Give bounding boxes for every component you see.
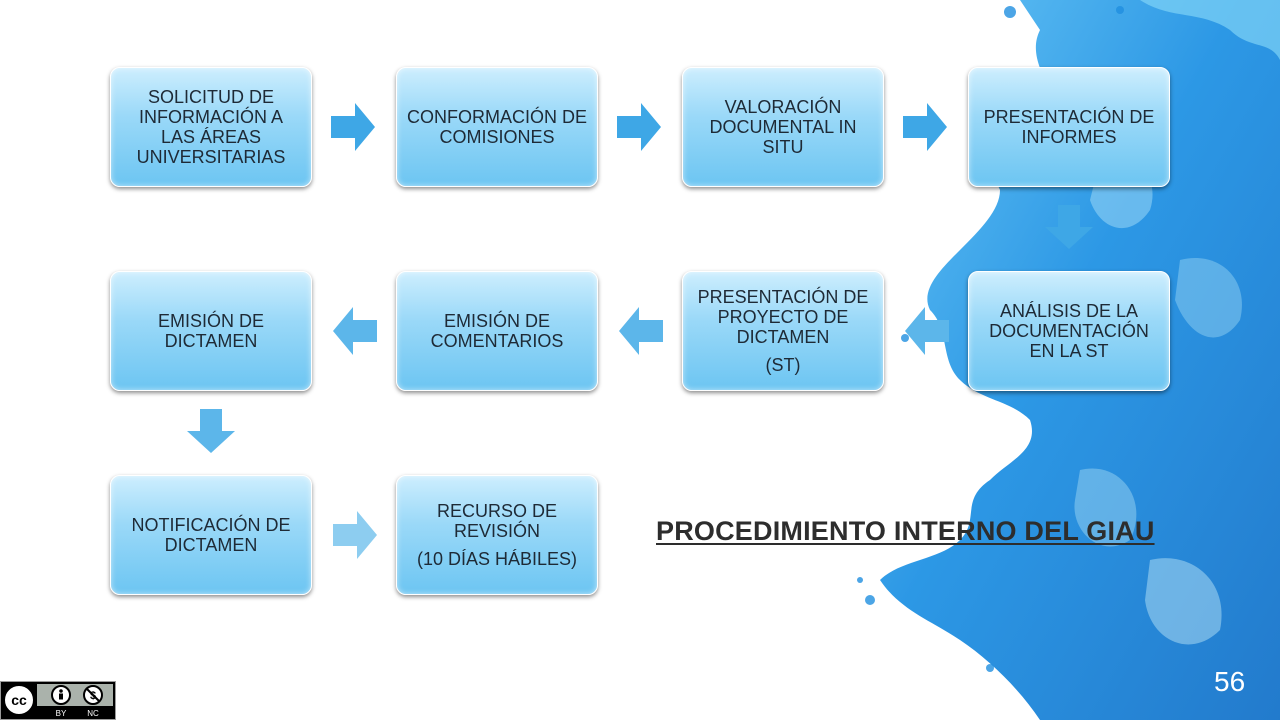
step-label: NOTIFICACIÓN DE DICTAMEN bbox=[131, 515, 291, 555]
step-sublabel: (10 DÍAS HÁBILES) bbox=[416, 549, 578, 569]
step-label: EMISIÓN DE DICTAMEN bbox=[157, 311, 264, 351]
step-label: PRESENTACIÓN DE INFORMES bbox=[983, 107, 1155, 147]
step-conformacion-comisiones: CONFORMACIÓN DE COMISIONES bbox=[396, 67, 598, 187]
step-sublabel: (ST) bbox=[765, 355, 801, 375]
arrow-left-icon bbox=[333, 307, 377, 355]
step-label: SOLICITUD DE INFORMACIÓN A LAS ÁREAS UNI… bbox=[136, 87, 286, 167]
step-label: RECURSO DE REVISIÓN bbox=[436, 501, 557, 541]
license-badge-graphic: cc $ BY NC bbox=[2, 683, 114, 718]
arrow-left-icon bbox=[905, 307, 949, 355]
cc-by-nc-icon: cc $ BY NC bbox=[0, 681, 116, 720]
arrow-right-icon bbox=[617, 103, 661, 151]
step-label: PRESENTACIÓN DE PROYECTO DE DICTAMEN bbox=[697, 287, 869, 347]
step-label: EMISIÓN DE COMENTARIOS bbox=[430, 311, 564, 351]
license-nc-label: NC bbox=[87, 709, 99, 718]
step-presentacion-informes: PRESENTACIÓN DE INFORMES bbox=[968, 67, 1170, 187]
step-proyecto-dictamen: PRESENTACIÓN DE PROYECTO DE DICTAMEN (ST… bbox=[682, 271, 884, 391]
step-emision-comentarios: EMISIÓN DE COMENTARIOS bbox=[396, 271, 598, 391]
svg-text:cc: cc bbox=[11, 692, 27, 708]
arrow-right-icon bbox=[333, 511, 377, 559]
step-analisis-documentacion: ANÁLISIS DE LA DOCUMENTACIÓN EN LA ST bbox=[968, 271, 1170, 391]
step-notificacion-dictamen: NOTIFICACIÓN DE DICTAMEN bbox=[110, 475, 312, 595]
arrow-right-icon bbox=[331, 103, 375, 151]
step-label: ANÁLISIS DE LA DOCUMENTACIÓN EN LA ST bbox=[989, 301, 1149, 361]
license-by-label: BY bbox=[56, 709, 67, 718]
step-recurso-revision: RECURSO DE REVISIÓN (10 DÍAS HÁBILES) bbox=[396, 475, 598, 595]
arrow-right-icon bbox=[903, 103, 947, 151]
arrow-down-icon bbox=[1045, 205, 1093, 249]
page-number: 56 bbox=[1214, 666, 1246, 697]
step-valoracion-documental: VALORACIÓN DOCUMENTAL IN SITU bbox=[682, 67, 884, 187]
arrow-down-icon bbox=[187, 409, 235, 453]
step-emision-dictamen: EMISIÓN DE DICTAMEN bbox=[110, 271, 312, 391]
step-label: VALORACIÓN DOCUMENTAL IN SITU bbox=[709, 97, 857, 157]
step-solicitud-informacion: SOLICITUD DE INFORMACIÓN A LAS ÁREAS UNI… bbox=[110, 67, 312, 187]
diagram-title: PROCEDIMIENTO INTERNO DEL GIAU bbox=[656, 516, 1155, 546]
arrow-left-icon bbox=[619, 307, 663, 355]
step-label: CONFORMACIÓN DE COMISIONES bbox=[407, 107, 587, 147]
